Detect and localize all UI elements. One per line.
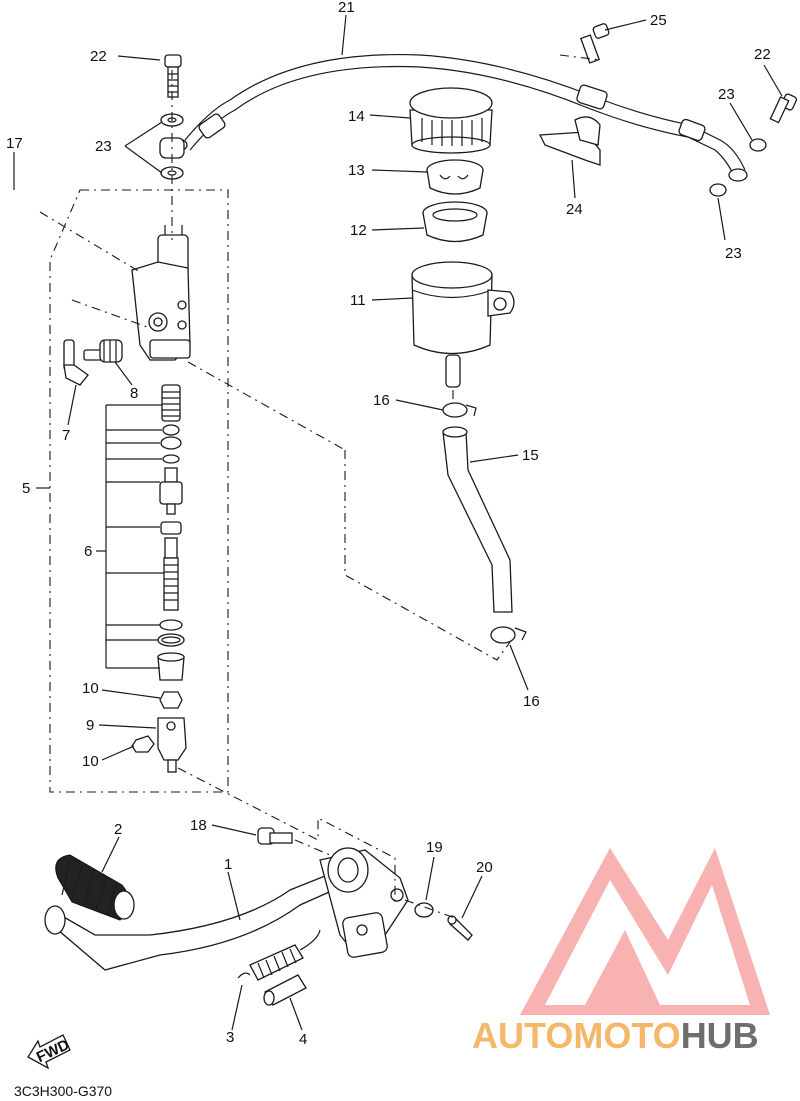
callout-1: 1 (224, 856, 232, 873)
footrest-rubber (55, 854, 135, 921)
callout-16-upper: 16 (373, 392, 390, 409)
reservoir-cap (409, 87, 493, 154)
callout-2: 2 (114, 821, 122, 838)
assembly-boundary (49, 189, 229, 793)
callout-19: 19 (426, 839, 443, 856)
pedal-spring (237, 929, 321, 981)
callout-22-left: 22 (90, 48, 107, 65)
logo-text-moto: MOTO (573, 1015, 680, 1056)
union-bolt-right (769, 93, 798, 124)
hose-clamp-lower (490, 626, 527, 644)
callout-9: 9 (86, 717, 94, 734)
callout-3: 3 (226, 1029, 234, 1046)
callout-5: 5 (22, 480, 30, 497)
washer-right-upper (749, 138, 767, 152)
logo-text-auto: AUTO (472, 1015, 573, 1056)
callout-20: 20 (476, 859, 493, 876)
bracket-bolt (580, 23, 610, 64)
pedal-washer (414, 902, 434, 918)
kit-bracket-lines (105, 404, 164, 669)
callout-13: 13 (348, 162, 365, 179)
callout-10-upper: 10 (82, 680, 99, 697)
grommet (99, 339, 123, 363)
callout-21: 21 (338, 0, 355, 16)
callout-14: 14 (348, 108, 365, 125)
automotohub-logo: AUTOMOTOHUB (472, 848, 770, 1056)
callout-16-lower: 16 (523, 693, 540, 710)
callout-labels: 21 22 23 17 14 13 12 11 25 22 23 24 23 1… (6, 0, 771, 1048)
svg-text:AUTOMOTOHUB: AUTOMOTOHUB (472, 1015, 759, 1056)
logo-text-hub: HUB (681, 1015, 759, 1056)
pivot-bolt (257, 827, 293, 845)
callout-22-right: 22 (754, 46, 771, 63)
diaphragm (422, 201, 488, 243)
master-cylinder-kit (157, 384, 185, 681)
hose-joint (63, 339, 103, 386)
cotter-pin (447, 915, 473, 941)
callout-10-lower: 10 (82, 753, 99, 770)
callout-8: 8 (130, 385, 138, 402)
lock-nut-lower (131, 735, 155, 753)
lock-nut-upper (159, 691, 183, 709)
callout-15: 15 (522, 447, 539, 464)
hose-guide-bracket (538, 116, 601, 166)
callout-4: 4 (299, 1031, 307, 1048)
callout-23-right-lower: 23 (725, 245, 742, 262)
spring-collar (263, 974, 307, 1006)
hose-clamp-upper (442, 402, 477, 418)
reservoir-tank (411, 261, 515, 388)
reservoir-plate (426, 159, 484, 195)
callout-11: 11 (350, 292, 366, 309)
callout-17: 17 (6, 135, 23, 152)
callout-7: 7 (62, 427, 70, 444)
brake-pedal (44, 847, 409, 971)
union-bolt-left (164, 54, 182, 98)
figure-code: 3C3H300-G370 (14, 1083, 112, 1099)
reservoir-hose (442, 426, 513, 613)
callout-25: 25 (650, 12, 667, 29)
dash-dot-alignment-lines (39, 54, 601, 919)
master-cylinder-body (131, 225, 191, 361)
washer-right-lower (709, 183, 727, 197)
push-rod-clevis (157, 717, 187, 773)
fwd-arrow: FWD (27, 1034, 72, 1070)
callout-23-left: 23 (95, 138, 112, 155)
callout-18: 18 (190, 817, 207, 834)
callout-24: 24 (566, 201, 583, 218)
callout-23-right-upper: 23 (718, 86, 735, 103)
callout-6: 6 (84, 543, 92, 560)
callout-12: 12 (350, 222, 367, 239)
leader-lines (13, 14, 783, 1031)
